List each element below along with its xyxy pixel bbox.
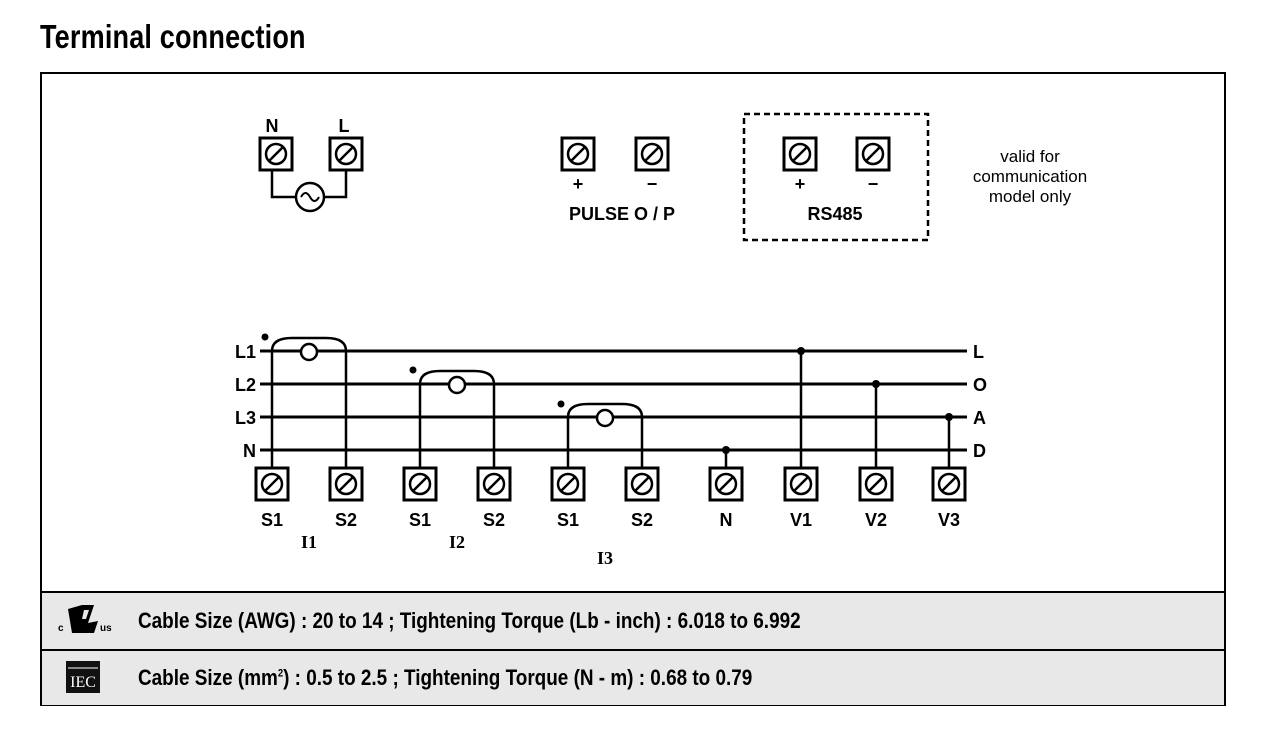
pulse-output-label: PULSE O / P (569, 204, 675, 224)
pulse-minus-terminal (634, 136, 670, 172)
iec-text-a: Cable Size (mm (138, 665, 278, 690)
load-letter-o: O (973, 375, 987, 395)
bottom-terminals (254, 466, 967, 502)
iec-sup: 2 (277, 667, 284, 680)
rs485-minus-sign: − (868, 174, 879, 194)
ul-spec-row: c us Cable Size (AWG) : 20 to 14 ; Tight… (42, 591, 1224, 649)
terminal-label: S1 (557, 510, 579, 530)
line-n-label: N (243, 441, 256, 461)
terminal-labels: S1 S2 S1 S2 S1 S2 N V1 V2 V3 I1 I2 I3 (261, 510, 960, 568)
ct-label-i2: I2 (449, 532, 465, 552)
pulse-plus-sign: + (573, 174, 584, 194)
rs485-minus-terminal (855, 136, 891, 172)
supply-n-label: N (266, 116, 279, 136)
terminal-s2-i2 (476, 466, 512, 502)
terminal-label: S1 (261, 510, 283, 530)
terminal-s2-i3 (624, 466, 660, 502)
voltage-taps (722, 347, 953, 482)
supply-n-terminal (258, 136, 294, 172)
terminal-label: V2 (865, 510, 887, 530)
iec-logo-icon: IEC (66, 661, 100, 693)
ct3-group (557, 400, 644, 482)
ct1-icon (299, 342, 319, 362)
iec-spec-row: IEC Cable Size (mm2) : 0.5 to 2.5 ; Tigh… (42, 649, 1224, 705)
terminal-n (708, 466, 744, 502)
line-l2-label: L2 (235, 375, 256, 395)
load-letter-l: L (973, 342, 984, 362)
ct2-icon (447, 375, 467, 395)
ul-spec-text: Cable Size (AWG) : 20 to 14 ; Tightening… (138, 608, 801, 633)
line-l3-label: L3 (235, 408, 256, 428)
terminal-label: S2 (483, 510, 505, 530)
terminal-s1-i3 (550, 466, 586, 502)
ul-logo-icon: c us (58, 605, 112, 634)
terminal-label: S2 (631, 510, 653, 530)
iec-text-b: ) : 0.5 to 2.5 ; Tightening Torque (N - … (283, 665, 753, 690)
terminal-v3 (931, 466, 967, 502)
rs485-group: + − RS485 valid for communication model … (742, 112, 1087, 242)
ct2-group (409, 366, 496, 482)
terminal-label: S2 (335, 510, 357, 530)
ct-label-i1: I1 (301, 532, 317, 552)
phase-lines: L1 L2 L3 N L O A D (235, 342, 987, 461)
pulse-output-group: + − PULSE O / P (560, 136, 675, 224)
terminal-v1 (783, 466, 819, 502)
terminal-label: V3 (938, 510, 960, 530)
supply-l-terminal (328, 136, 364, 172)
terminal-label: N (720, 510, 733, 530)
terminal-s1-i1 (254, 466, 290, 502)
ct1-group (261, 333, 348, 482)
load-letter-d: D (973, 441, 986, 461)
load-letter-a: A (973, 408, 986, 428)
terminal-label: S1 (409, 510, 431, 530)
supply-l-label: L (339, 116, 350, 136)
wiring-diagram: N L + − PULSE O / P + − RS485 valid for (235, 112, 1087, 568)
pulse-plus-terminal (560, 136, 596, 172)
terminal-label: V1 (790, 510, 812, 530)
terminal-s2-i1 (328, 466, 364, 502)
iec-spec-text: Cable Size (mm2) : 0.5 to 2.5 ; Tighteni… (138, 665, 752, 691)
terminal-v2 (858, 466, 894, 502)
ul-prefix: c (58, 623, 64, 634)
rs485-plus-sign: + (795, 174, 806, 194)
pulse-minus-sign: − (647, 174, 658, 194)
line-l1-label: L1 (235, 342, 256, 362)
note-line-2: communication (973, 167, 1087, 186)
ct3-icon (595, 408, 615, 428)
note-line-3: model only (989, 187, 1072, 206)
terminal-s1-i2 (402, 466, 438, 502)
ul-suffix: us (100, 623, 112, 634)
rs485-dashed-box (742, 112, 930, 242)
page-title: Terminal connection (40, 18, 306, 55)
iec-logo-text: IEC (70, 674, 96, 691)
note-line-1: valid for (1000, 147, 1060, 166)
rs485-plus-terminal (782, 136, 818, 172)
diagram-frame: N L + − PULSE O / P + − RS485 valid for (40, 72, 1226, 706)
rs485-label: RS485 (807, 204, 862, 224)
ct-label-i3: I3 (597, 548, 613, 568)
supply-group: N L (258, 116, 364, 213)
